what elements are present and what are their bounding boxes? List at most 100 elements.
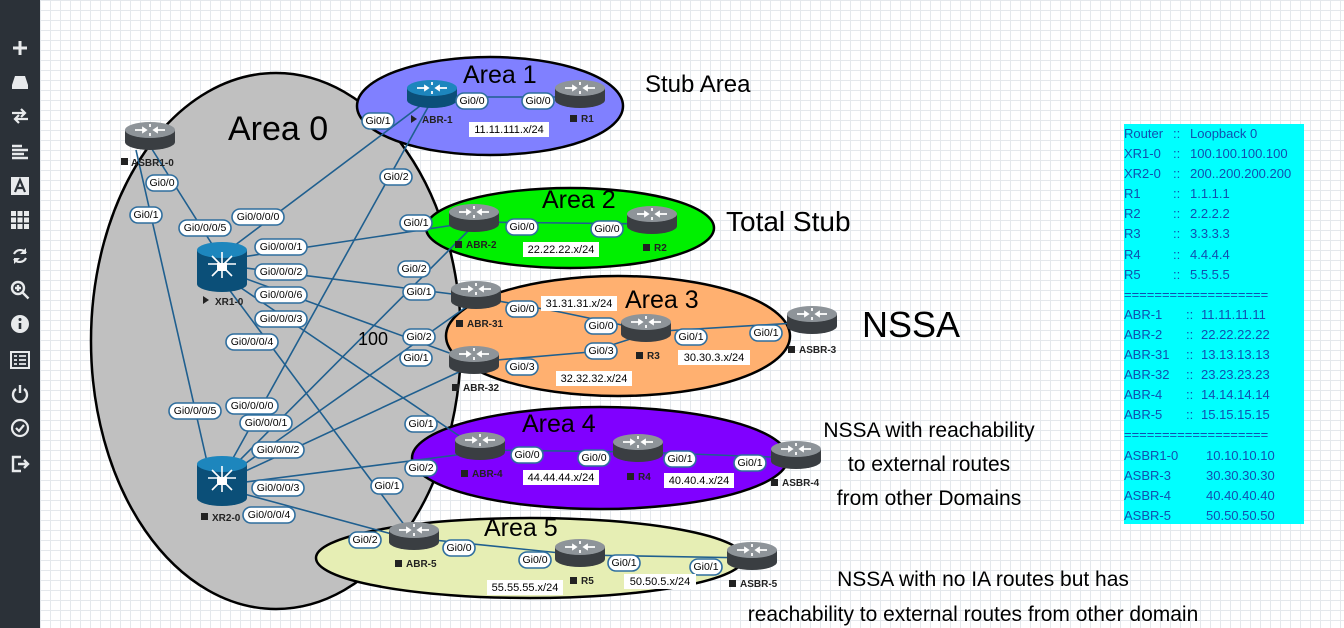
loopback-table-cell: :: bbox=[1173, 166, 1181, 182]
if-label: Gi0/0/0/4 bbox=[225, 333, 279, 351]
abr-1-device[interactable]: ABR-1 bbox=[406, 79, 458, 126]
r3-device[interactable]: R3 bbox=[620, 313, 672, 362]
loopback-table-row: ABR-32::23.23.23.23 bbox=[1124, 365, 1304, 385]
loopback-table-cell: 4.4.4.4 bbox=[1190, 246, 1230, 262]
if-label: Gi0/0/0/1 bbox=[254, 238, 308, 256]
zoom-icon[interactable] bbox=[0, 274, 40, 306]
text-icon[interactable] bbox=[0, 170, 40, 202]
svg-text:Gi0/2: Gi0/2 bbox=[406, 331, 431, 343]
svg-text:Gi0/1: Gi0/1 bbox=[753, 327, 778, 339]
device-name-xr1-0: XR1-0 bbox=[215, 297, 244, 308]
svg-text:Gi0/0/0/5: Gi0/0/0/5 bbox=[184, 222, 227, 234]
area-2-type: Total Stub bbox=[726, 206, 851, 237]
topology-canvas: Area 0 Area 1 Area 2 Area 3 Area 4 Area … bbox=[89, 55, 1198, 626]
r2-device[interactable]: R2 bbox=[626, 205, 678, 254]
if-label: Gi0/2 bbox=[379, 168, 413, 186]
if-label: Gi0/0/0/0 bbox=[225, 397, 279, 415]
transfer-icon[interactable] bbox=[0, 100, 40, 132]
if-label: Gi0/1 bbox=[399, 214, 433, 232]
loopback-table-cell: R5 bbox=[1124, 266, 1141, 282]
asbr1-0-device[interactable]: ASBR1-0 bbox=[121, 121, 176, 169]
xr1-0-device[interactable]: XR1-0 bbox=[196, 241, 248, 308]
area-1-type: Stub Area bbox=[645, 71, 751, 98]
check-icon[interactable] bbox=[0, 412, 40, 444]
loopback-table-cell: 11.11.11.11 bbox=[1201, 306, 1266, 322]
svg-text:30.30.3.x/24: 30.30.3.x/24 bbox=[684, 352, 745, 364]
device-name-asbr-5: ASBR-5 bbox=[740, 579, 778, 590]
loopback-table-row: =================== bbox=[1124, 285, 1304, 305]
svg-text:22.22.22.x/24: 22.22.22.x/24 bbox=[528, 244, 595, 256]
if-label: Gi0/0 bbox=[510, 446, 544, 464]
svg-text:Gi0/0: Gi0/0 bbox=[514, 449, 539, 461]
loopback-table-cell: =================== bbox=[1124, 286, 1269, 302]
loopback-table-cell: 22.22.22.22 bbox=[1201, 326, 1270, 342]
svg-text:Gi0/0/0/4: Gi0/0/0/4 bbox=[231, 336, 274, 348]
loopback-table-row: ABR-31::13.13.13.13 bbox=[1124, 345, 1304, 365]
loopback-table-row: ABR-2::22.22.22.22 bbox=[1124, 325, 1304, 345]
loopback-table-cell: 14.14.14.14 bbox=[1201, 387, 1270, 403]
device-name-abr-2: ABR-2 bbox=[466, 240, 497, 251]
asbr-4-device[interactable]: ASBR-4 bbox=[770, 440, 822, 489]
area-3-type: NSSA bbox=[862, 304, 960, 345]
if-label: Gi0/0 bbox=[518, 551, 552, 569]
loopback-table-cell: ASBR1-0 bbox=[1124, 447, 1179, 463]
loopback-table-cell: :: bbox=[1186, 347, 1194, 363]
loopback-table-cell: 200..200.200.200 bbox=[1190, 166, 1292, 182]
svg-text:Gi0/0: Gi0/0 bbox=[525, 95, 550, 107]
svg-text:Gi0/1: Gi0/1 bbox=[693, 561, 718, 573]
r5-device[interactable]: R5 bbox=[554, 538, 606, 587]
svg-text:Gi0/0: Gi0/0 bbox=[594, 223, 619, 235]
if-label: Gi0/0/0/1 bbox=[239, 414, 293, 432]
abr-32-device[interactable]: ABR-32 bbox=[448, 345, 500, 394]
asbr-5-device[interactable]: ASBR-5 bbox=[726, 541, 778, 590]
device-name-r1: R1 bbox=[581, 114, 594, 125]
loopback-table-cell: 15.15.15.15 bbox=[1201, 407, 1270, 423]
align-icon[interactable] bbox=[0, 136, 40, 168]
xr2-0-device[interactable]: XR2-0 bbox=[196, 455, 248, 524]
power-icon[interactable] bbox=[0, 378, 40, 410]
logout-icon[interactable] bbox=[0, 448, 40, 480]
device-name-xr2-0: XR2-0 bbox=[212, 513, 241, 524]
loopback-table-cell: 100.100.100.100 bbox=[1190, 146, 1288, 162]
loopback-table-cell: 30.30.30.30 bbox=[1206, 467, 1275, 483]
loopback-table-cell: 40.40.40.40 bbox=[1206, 487, 1275, 503]
svg-text:11.11.111.x/24: 11.11.111.x/24 bbox=[474, 124, 544, 136]
subnet-area-3-32: 32.32.32.x/24 bbox=[556, 371, 632, 386]
if-label: Gi0/2 bbox=[404, 459, 438, 477]
refresh-icon[interactable] bbox=[0, 240, 40, 272]
r4-device[interactable]: R4 bbox=[612, 433, 664, 483]
abr-2-device[interactable]: ABR-2 bbox=[448, 203, 500, 251]
svg-text:Gi0/0/0/3: Gi0/0/0/3 bbox=[260, 313, 303, 325]
grid-icon[interactable] bbox=[0, 204, 40, 236]
info-icon[interactable] bbox=[0, 308, 40, 340]
link-abr5-r5 bbox=[413, 537, 581, 556]
if-label: Gi0/2 bbox=[402, 328, 436, 346]
abr-4-device[interactable]: ABR-4 bbox=[454, 431, 506, 480]
loopback-table-cell: :: bbox=[1173, 266, 1181, 282]
loopback-table-cell: ABR-32 bbox=[1124, 367, 1170, 383]
svg-text:32.32.32.x/24: 32.32.32.x/24 bbox=[561, 373, 628, 385]
r1-device[interactable]: R1 bbox=[554, 79, 606, 125]
add-icon[interactable] bbox=[0, 32, 40, 64]
area-5-title: Area 5 bbox=[484, 514, 558, 542]
loopback-table-cell: XR2-0 bbox=[1124, 166, 1161, 182]
link-r5-asbr5 bbox=[579, 554, 753, 559]
loopback-table-row: R3::3.3.3.3 bbox=[1124, 224, 1304, 244]
loopback-table-row: ABR-5::15.15.15.15 bbox=[1124, 405, 1304, 425]
abr-31-device[interactable]: ABR-31 bbox=[450, 280, 504, 330]
area-2-title: Area 2 bbox=[542, 186, 616, 214]
list-icon[interactable] bbox=[0, 344, 40, 376]
asbr-3-device[interactable]: ASBR-3 bbox=[786, 305, 838, 356]
svg-text:Gi0/0: Gi0/0 bbox=[509, 221, 534, 233]
svg-text:Gi0/0/0/0: Gi0/0/0/0 bbox=[231, 400, 274, 412]
abr-5-device[interactable]: ABR-5 bbox=[388, 521, 440, 570]
if-label: Gi0/1 bbox=[689, 558, 723, 576]
device-name-r2: R2 bbox=[654, 243, 667, 254]
storage-icon[interactable] bbox=[0, 66, 40, 98]
subnet-area-2: 22.22.22.x/24 bbox=[523, 242, 599, 257]
area-4-type-line2: to external routes bbox=[848, 453, 1010, 476]
svg-text:Gi0/0/0/6: Gi0/0/0/6 bbox=[260, 289, 303, 301]
if-label: Gi0/0 bbox=[145, 174, 179, 192]
